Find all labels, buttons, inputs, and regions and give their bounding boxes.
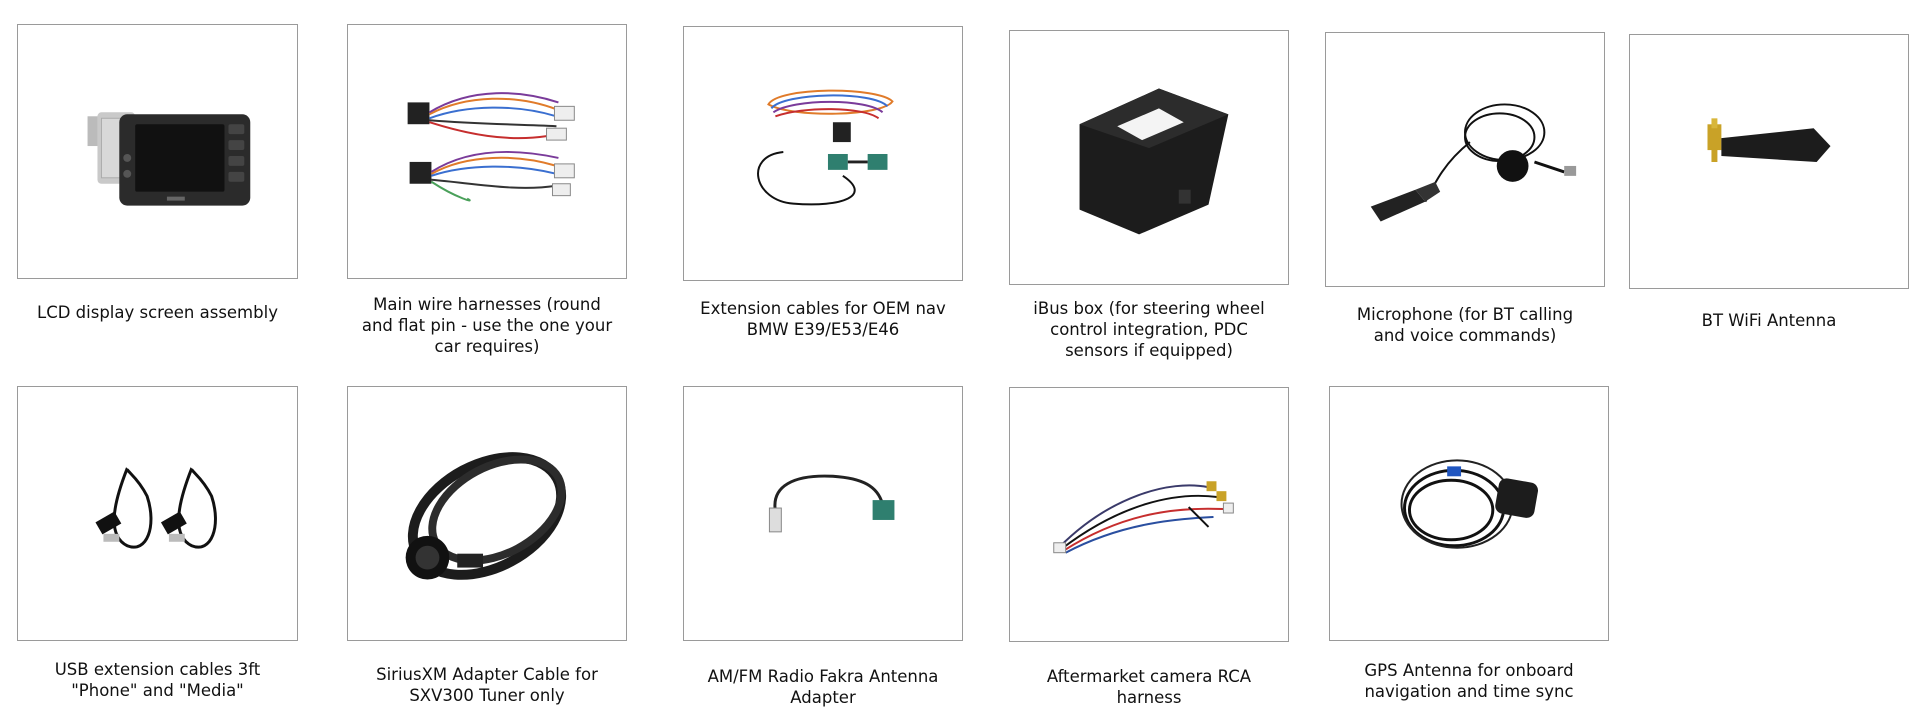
microphone-icon (1325, 32, 1605, 287)
gps-antenna-icon (1329, 386, 1609, 641)
item-caption: LCD display screen assembly (37, 303, 278, 322)
item-caption: SiriusXM Adapter Cable for SXV300 Tuner … (376, 665, 598, 705)
item-caption: AM/FM Radio Fakra Antenna Adapter (707, 667, 939, 707)
lcd-display-icon (17, 24, 298, 279)
item-caption: iBus box (for steering wheel control int… (1033, 299, 1265, 360)
item-caption: Microphone (for BT calling and voice com… (1356, 305, 1574, 345)
wire-harness-icon (347, 24, 627, 279)
item-caption: USB extension cables 3ft "Phone" and "Me… (54, 660, 261, 700)
item-caption: BT WiFi Antenna (1701, 311, 1837, 330)
rca-harness-icon (1009, 387, 1289, 642)
extension-cable-icon (683, 26, 963, 281)
item-caption: Main wire harnesses (round and flat pin … (361, 295, 613, 356)
fakra-adapter-icon (683, 386, 963, 641)
antenna-icon (1629, 34, 1909, 289)
siriusxm-cable-icon (347, 386, 627, 641)
item-caption: Aftermarket camera RCA harness (1046, 667, 1252, 707)
usb-cable-icon (17, 386, 298, 641)
item-caption: Extension cables for OEM nav BMW E39/E53… (700, 299, 946, 339)
ibus-box-icon (1009, 30, 1289, 285)
item-caption: GPS Antenna for onboard navigation and t… (1364, 661, 1574, 701)
